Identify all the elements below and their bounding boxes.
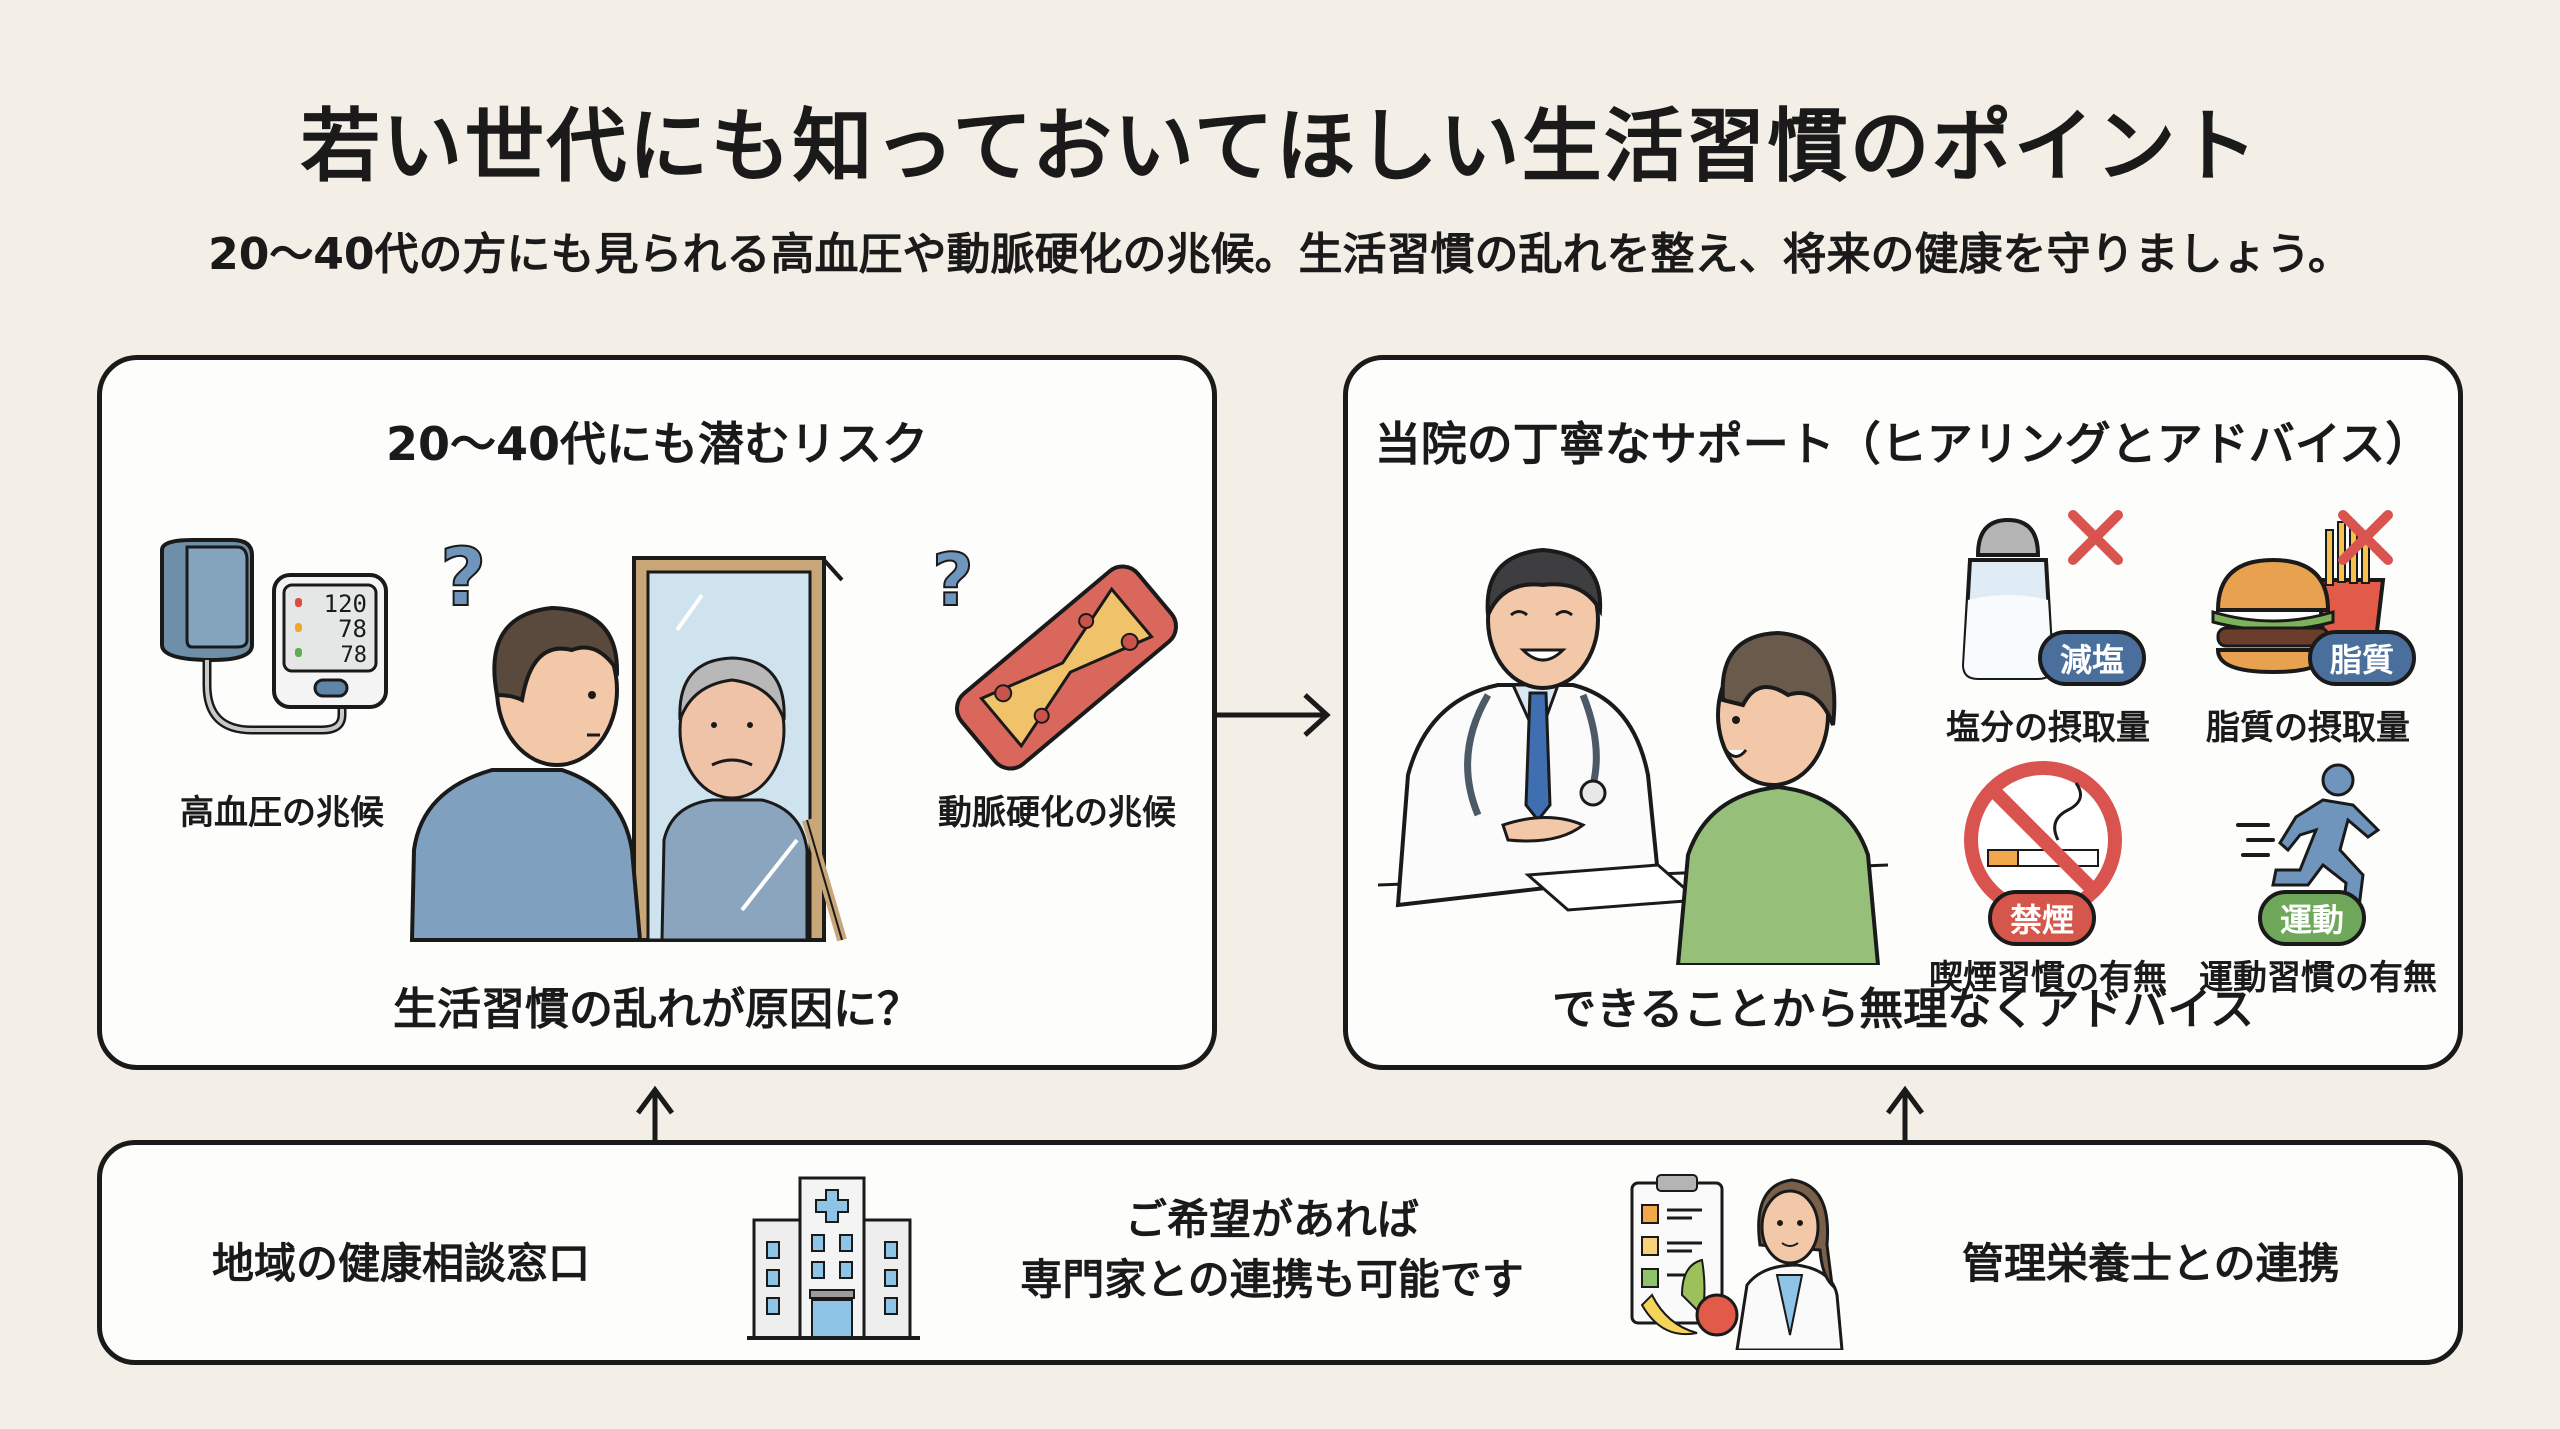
risk-panel-title: 20〜40代にも潜むリスク <box>385 417 929 471</box>
cooperation-panel: 地域の健康相談窓口 ご希望があれば 専門家との連携も可能です <box>97 1140 2463 1365</box>
risk-panel-footer: 生活習慣の乱れが原因に？ <box>393 984 921 1035</box>
cooperation-message-line1: ご希望があれば <box>1124 1195 1419 1244</box>
risk-panel: 20〜40代にも潜むリスク 120 78 78 高血圧の兆候 ? <box>97 355 1217 1070</box>
hospital-building-icon <box>747 1176 920 1340</box>
support-panel-title: 当院の丁寧なサポート（ヒアリングとアドバイス） <box>1374 417 2432 471</box>
exercise-badge: 運動 <box>2258 890 2367 946</box>
no-smoking-badge: 禁煙 <box>1988 890 2097 946</box>
fat-caption: 脂質の摂取量 <box>2206 708 2410 748</box>
svg-text:?: ? <box>440 531 486 624</box>
man-looking-in-mirror-illustration: ? <box>409 530 847 942</box>
blood-pressure-monitor-icon: 120 78 78 <box>160 538 388 735</box>
not-allowed-x-icon <box>2068 510 2123 565</box>
running-person-icon <box>2236 763 2381 917</box>
page-subtitle: 20〜40代の方にも見られる高血圧や動脈硬化の兆候。生活習慣の乱れを整え、将来の… <box>208 229 2352 280</box>
exercise-caption: 運動習慣の有無 <box>2199 958 2437 998</box>
diastolic-reading: 78 <box>338 615 367 643</box>
fat-badge: 脂質 <box>2308 630 2417 686</box>
arteriosclerosis-caption: 動脈硬化の兆候 <box>938 793 1176 833</box>
artery-plaque-icon: ? <box>931 537 1178 771</box>
hypertension-caption: 高血圧の兆候 <box>180 793 384 833</box>
right-arrow-icon <box>1215 693 1331 737</box>
salt-shaker-icon <box>1961 510 2123 680</box>
systolic-reading: 120 <box>324 590 367 618</box>
community-consultation-label: 地域の健康相談窓口 <box>212 1239 591 1288</box>
doctor-consultation-illustration <box>1378 547 1889 965</box>
no-smoking-icon <box>1964 761 2122 919</box>
support-panel-footer: できることから無理なくアドバイス <box>1552 984 2254 1035</box>
dietitian-cooperation-label: 管理栄養士との連携 <box>1962 1239 2340 1288</box>
salt-badge: 減塩 <box>2038 630 2147 686</box>
salt-caption: 塩分の摂取量 <box>1946 708 2150 748</box>
cooperation-message: ご希望があれば 専門家との連携も可能です <box>962 1190 1582 1310</box>
svg-text:?: ? <box>932 538 974 622</box>
smoking-caption: 喫煙習慣の有無 <box>1929 958 2167 998</box>
support-panel: 当院の丁寧なサポート（ヒアリングとアドバイス） 減塩 塩分の摂取量 <box>1343 355 2463 1070</box>
cooperation-message-line2: 専門家との連携も可能です <box>1020 1255 1524 1304</box>
dietitian-icon <box>1630 1174 1844 1350</box>
page-title: 若い世代にも知っておいてほしい生活習慣のポイント <box>300 100 2260 193</box>
pulse-reading: 78 <box>341 643 368 668</box>
